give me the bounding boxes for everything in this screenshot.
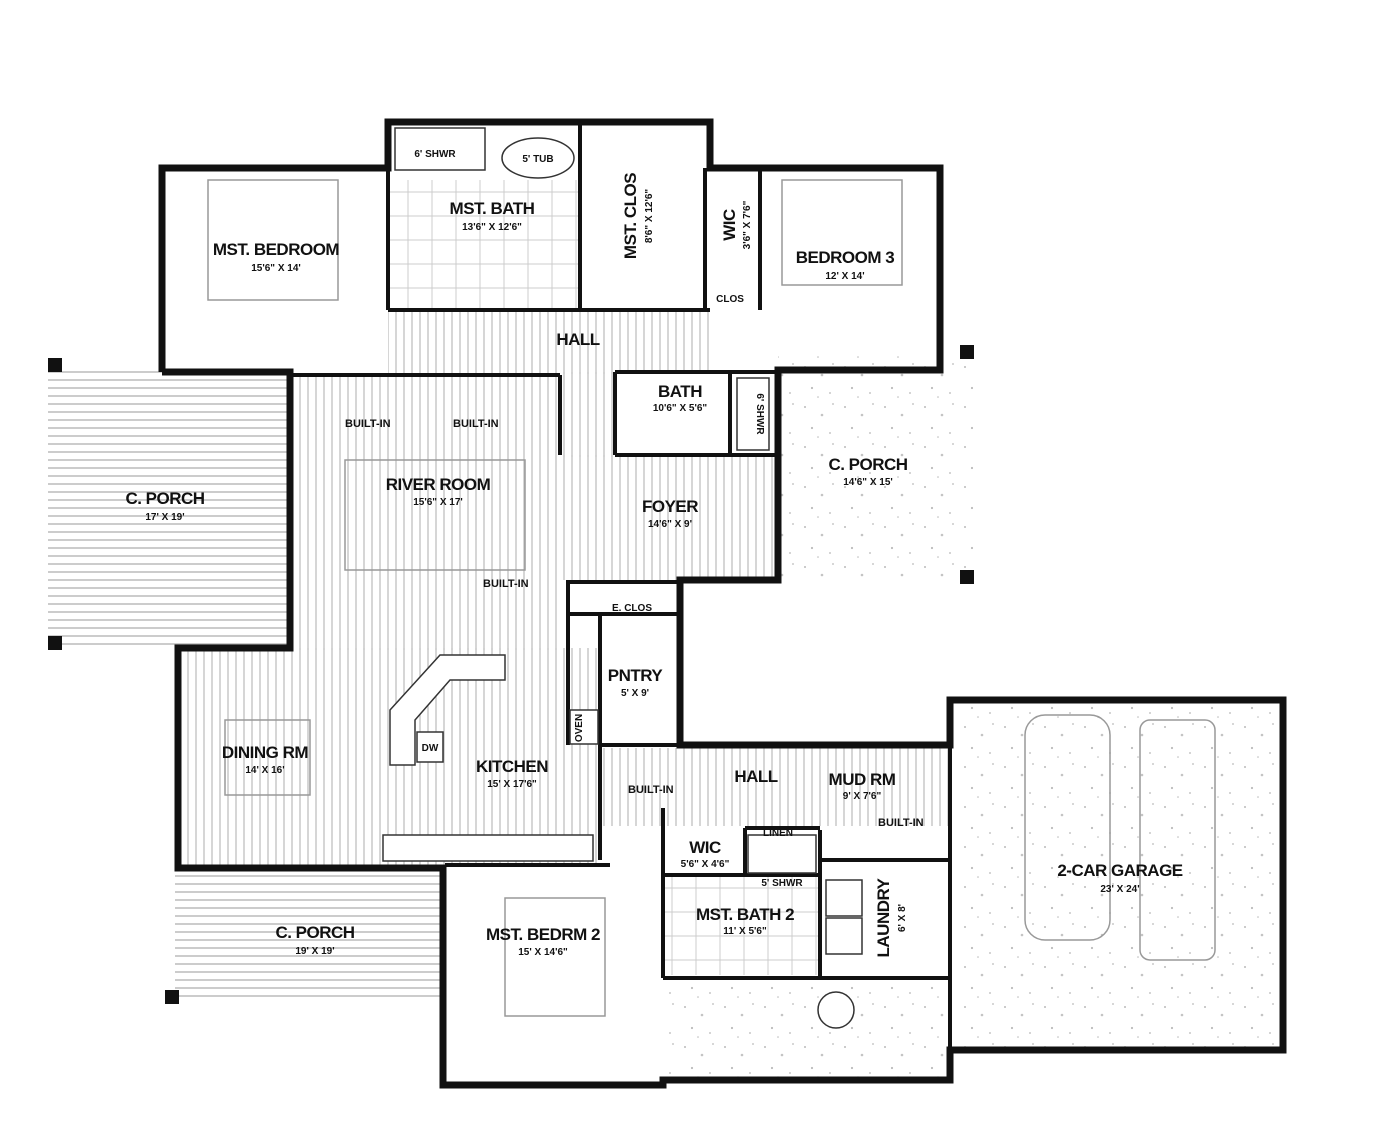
room-name: HALL — [734, 767, 777, 786]
floor-fills — [48, 180, 1283, 1080]
truck-icon — [1139, 719, 1216, 961]
room-name: HALL — [556, 330, 599, 349]
room-name: DINING RM — [222, 743, 309, 762]
walls — [158, 118, 1287, 1089]
room-name: BATH — [658, 382, 702, 401]
room-dims: 12' X 14' — [825, 271, 864, 282]
linen-label: LINEN — [763, 828, 793, 839]
room-dims: 5'6" X 4'6" — [681, 859, 730, 870]
room-dims: 15' X 17'6" — [487, 779, 537, 790]
built-in-label: BUILT-IN — [878, 817, 924, 829]
built-in-label: BUILT-IN — [345, 418, 391, 430]
room-dims: 14'6" X 9' — [648, 519, 692, 530]
dining-table — [224, 719, 311, 796]
shower-icon — [747, 834, 817, 874]
room-dims: 15' X 14'6" — [518, 947, 568, 958]
room-dims: 23' X 24' — [1100, 884, 1139, 895]
fixture-labels: 6' SHWR 5' TUB CLOS 6' SHWR E. CLOS OVEN… — [414, 149, 803, 889]
closet-label: E. CLOS — [612, 603, 652, 614]
kitchen-counter — [382, 834, 594, 862]
shower-label: 5' SHWR — [761, 878, 803, 889]
oven-label: OVEN — [574, 714, 585, 742]
room-name: LAUNDRY — [874, 877, 893, 957]
dishwasher-label: DW — [422, 743, 439, 754]
bed-icon — [207, 179, 339, 301]
room-dims: 15'6" X 14' — [251, 263, 301, 274]
washer-icon — [825, 879, 863, 917]
room-name: MUD RM — [829, 770, 896, 789]
tub-label: 5' TUB — [522, 154, 553, 165]
room-name: RIVER ROOM — [386, 475, 491, 494]
shower-icon — [736, 377, 770, 451]
room-dims: 6' X 8' — [897, 904, 908, 932]
shower-label: 6' SHWR — [414, 149, 456, 160]
dryer-icon — [825, 917, 863, 955]
room-name: C. PORCH — [275, 923, 354, 942]
room-name: FOYER — [642, 497, 698, 516]
car-icon — [1024, 714, 1111, 941]
room-name: MST. BATH — [450, 199, 535, 218]
kitchen-island — [389, 654, 506, 766]
room-name: WIC — [689, 838, 721, 857]
bed-icon — [504, 897, 606, 1017]
built-in-label: BUILT-IN — [453, 418, 499, 430]
built-in-notes: BUILT-IN BUILT-IN BUILT-IN BUILT-IN BUIL… — [345, 418, 924, 829]
built-in-label: BUILT-IN — [483, 578, 529, 590]
room-dims: 3'6" X 7'6" — [742, 200, 753, 249]
room-name: KITCHEN — [476, 757, 548, 776]
room-name: MST. BEDROOM — [213, 240, 340, 259]
shower-label: 6' SHWR — [754, 393, 765, 435]
room-dims: 10'6" X 5'6" — [653, 403, 708, 414]
room-name: MST. BATH 2 — [696, 905, 794, 924]
room-name: PNTRY — [608, 666, 664, 685]
room-dims: 13'6" X 12'6" — [462, 222, 522, 233]
dishwasher-icon — [416, 731, 444, 763]
room-dims: 15'6" X 17' — [413, 497, 463, 508]
room-dims: 14'6" X 15' — [843, 477, 893, 488]
closet-label: CLOS — [716, 294, 744, 305]
oven-icon — [569, 709, 599, 745]
shower-icon — [394, 127, 486, 171]
hvac-icon — [817, 991, 855, 1029]
room-name: MST. CLOS — [621, 173, 640, 259]
tub-icon — [501, 137, 575, 179]
room-dims: 8'6" X 12'6" — [644, 189, 655, 244]
room-dims: 9' X 7'6" — [843, 791, 882, 802]
room-labels: MST. BEDROOM 15'6" X 14' MST. BATH 13'6"… — [125, 173, 1183, 958]
room-name: 2-CAR GARAGE — [1057, 861, 1182, 880]
room-name: C. PORCH — [125, 489, 204, 508]
built-in-label: BUILT-IN — [628, 784, 674, 796]
room-name: WIC — [720, 209, 739, 241]
room-dims: 19' X 19' — [295, 946, 334, 957]
room-dims: 5' X 9' — [621, 688, 649, 699]
room-dims: 17' X 19' — [145, 512, 184, 523]
room-dims: 11' X 5'6" — [723, 926, 767, 937]
furniture — [48, 127, 1216, 1029]
room-name: C. PORCH — [828, 455, 907, 474]
room-name: MST. BEDRM 2 — [486, 925, 600, 944]
sofa-set — [344, 459, 526, 571]
room-dims: 14' X 16' — [245, 765, 284, 776]
room-name: BEDROOM 3 — [796, 248, 895, 267]
bed-icon — [781, 179, 903, 286]
